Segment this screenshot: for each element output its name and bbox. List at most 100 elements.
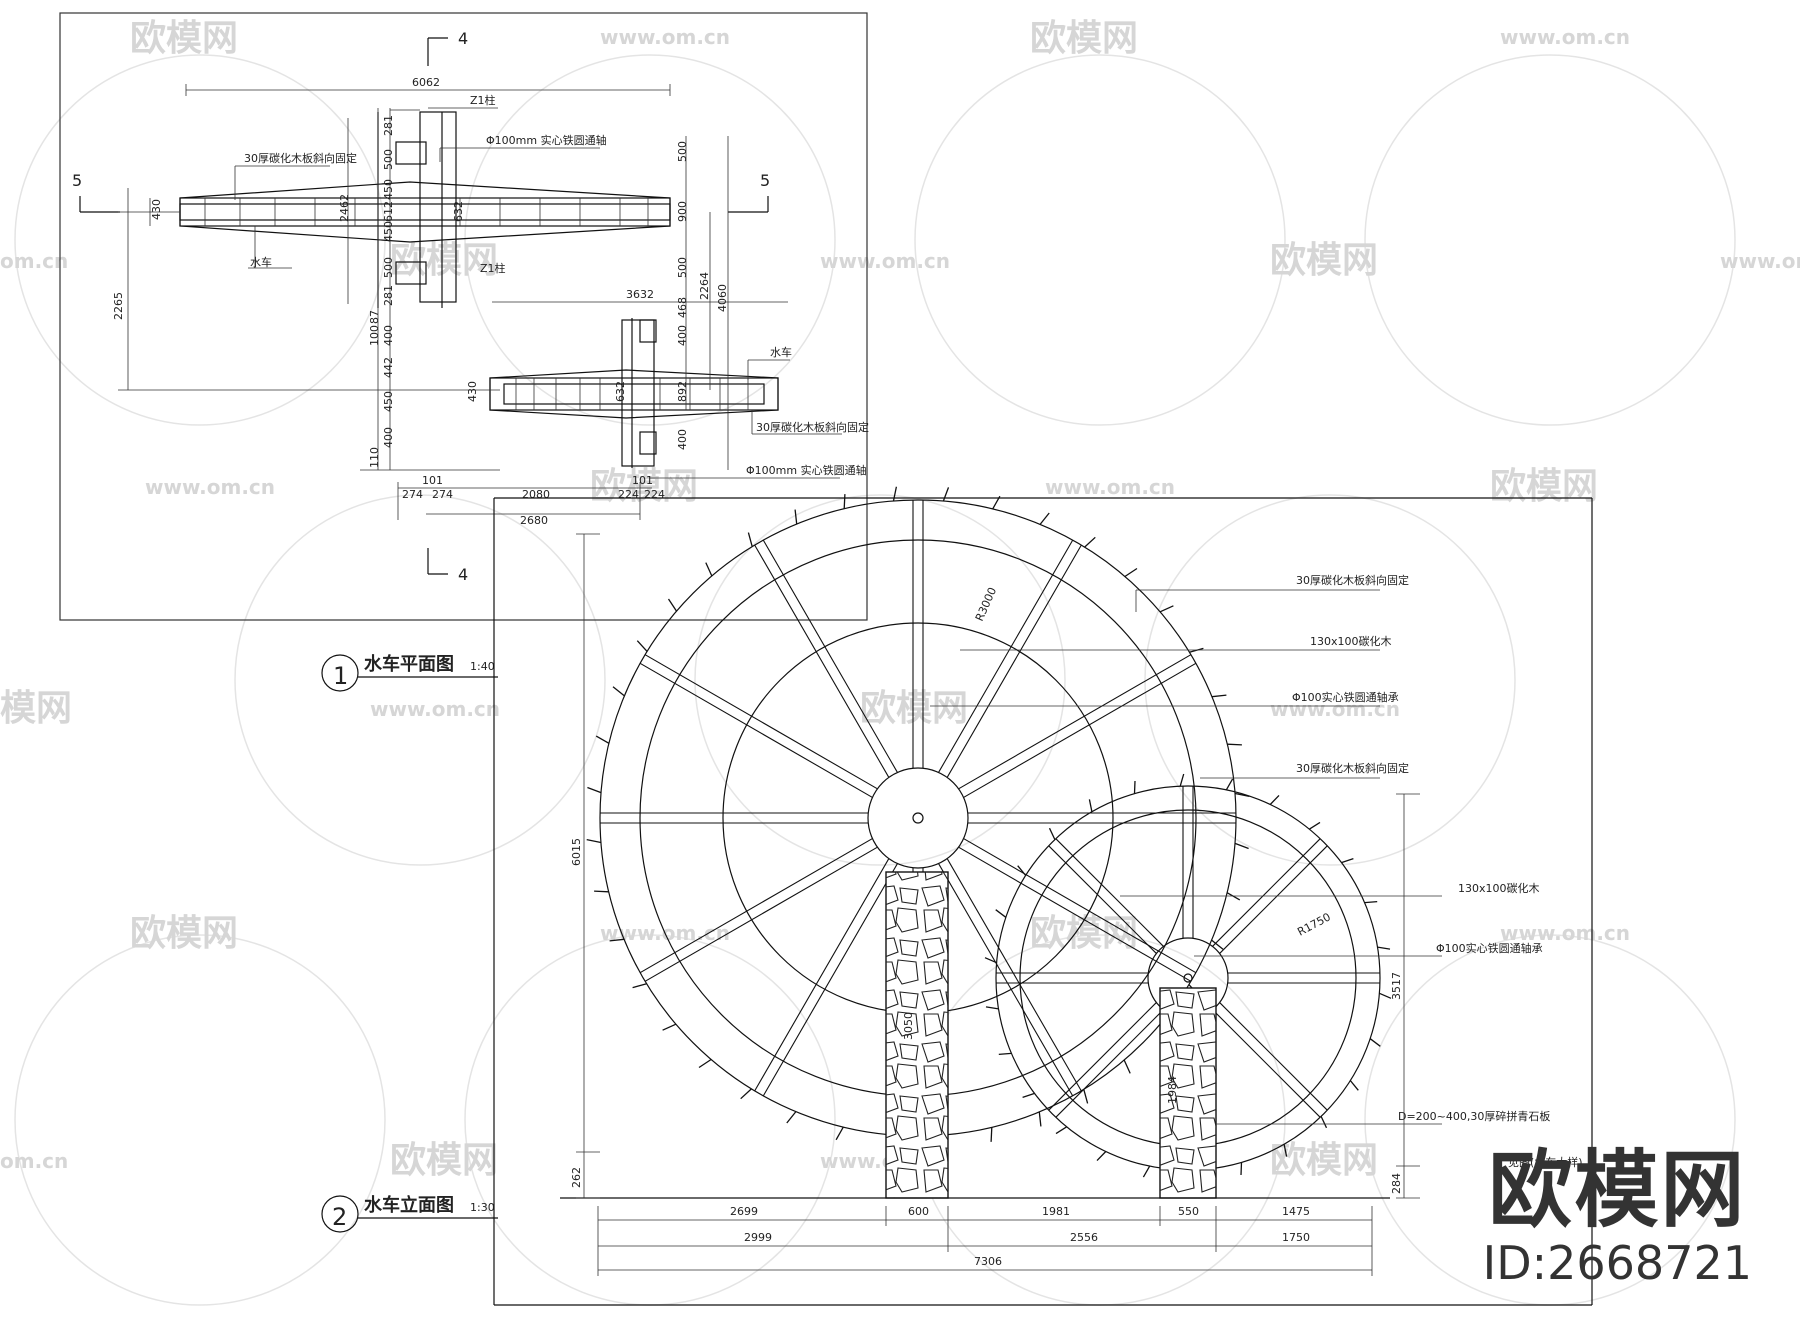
wheel-paddle [1039,512,1050,525]
wheel-paddle [1211,694,1227,698]
axle-label-bottom: Φ100mm 实心铁圆通轴 [746,463,867,477]
dim-450-b: 450 [382,221,395,242]
wheel-paddle [1269,794,1280,805]
wheel-spoke [1048,1002,1157,1111]
wheel-paddle [705,562,713,577]
watermark-logo: 欧模网 [130,18,238,59]
wheel-spoke [762,539,898,773]
wheel-paddle [609,938,625,942]
wheel-spoke [963,838,1197,974]
wheel-paddle [794,509,798,525]
board-label-top: 30厚碳化木板斜向固定 [244,151,357,165]
wheel-spoke [1048,845,1157,954]
brand-stamp: 欧模网 ID:2668721 [1483,1148,1752,1286]
dim-87: 87 [368,310,381,324]
dim-262: 262 [570,1167,583,1188]
wheel-paddle [990,1127,993,1142]
wheel-paddle [1225,778,1234,791]
wheel-paddle [1379,992,1392,999]
label-axle-large: Φ100实心铁圆通轴承 [1292,690,1399,704]
wheel-paddle [1227,743,1242,746]
wheel-spoke [639,662,873,798]
wheel-spoke [1219,845,1328,954]
section-mark-text: 4 [458,565,468,584]
elevation-title-block: 2 水车立面图 1:30 [321,1194,498,1233]
wheel-paddle [747,532,753,547]
wheel-paddle [942,487,950,502]
wheel-spoke [958,654,1192,790]
wheel-paddle [985,1006,999,1010]
dim-pier-large: 3050 [902,1012,915,1040]
dim-430-left: 430 [150,199,163,220]
plan-labels: Z1柱 Φ100mm 实心铁圆通轴 30厚碳化木板斜向固定 水车 Z1柱 水车 … [234,93,869,479]
dim-2462: 2462 [338,194,351,222]
wheel-paddle [1240,1162,1243,1176]
wheel-spoke [963,662,1197,798]
dim-274-a: 274 [402,488,423,501]
wheel-spoke [1055,838,1164,947]
label-stone-paving: D=200~400,30厚碎拼青石板 [1398,1109,1550,1123]
wheel-spoke [639,838,873,974]
dim-400-a: 400 [382,325,395,346]
watermark-url: www.om.cn [1270,697,1400,721]
wheel-paddle [586,838,602,844]
dim-1475: 1475 [1282,1205,1310,1218]
wheel-paddle [786,1111,797,1124]
dim-overall-width: 6062 [412,76,440,89]
dim-101-b: 101 [632,474,653,487]
dim-400-c: 400 [676,325,689,346]
wheel-label-left: 水车 [250,255,272,269]
elevation-labels: 30厚碳化木板斜向固定 130x100碳化木 Φ100实心铁圆通轴承 30厚碳化… [930,573,1583,1169]
dim-7306: 7306 [974,1255,1002,1268]
section-mark-text: 4 [458,29,468,48]
wheel-spoke [946,858,1082,1092]
dim-550: 550 [1178,1205,1199,1218]
wheel-paddle [984,957,997,964]
watermark-url: www.om.cn [370,697,500,721]
dim-1750: 1750 [1282,1231,1310,1244]
elevation-title: 水车立面图 [364,1194,454,1216]
watermark-url: www.om.cn [1045,475,1175,499]
brand-name: 欧模网 [1488,1141,1747,1239]
watermark-logo: 欧模网 [1490,466,1598,507]
stone-pier-small [1159,987,1217,1199]
dim-2680: 2680 [520,514,548,527]
watermark-url: www.om.cn [1500,25,1630,49]
label-timber-large: 130x100碳化木 [1310,634,1392,648]
dim-500-right-b: 500 [676,257,689,278]
watermark-url: www.om.cn [820,249,950,273]
wheel-paddle [740,1088,752,1100]
wheel-paddle [698,1058,712,1069]
brand-id: ID:2668721 [1482,1236,1752,1290]
wheel-paddle [1124,567,1138,578]
watermark-circles [14,54,1736,1306]
dim-2999: 2999 [744,1231,772,1244]
elevation-scale: 1:30 [470,1201,495,1214]
plan-dimension-lines [118,84,788,520]
dim-1981: 1981 [1042,1205,1070,1218]
watermark-logo: 欧模网 [1270,240,1378,281]
wheel-paddle [1038,1111,1042,1127]
wheel-spoke [938,539,1074,773]
wheel-paddle [1055,1126,1068,1135]
dim-110: 110 [368,447,381,468]
z1-column-label: Z1柱 [470,93,496,107]
dim-442: 442 [382,357,395,378]
wheel-paddle [662,1023,677,1031]
wheel-spoke [644,846,878,982]
watermark-logo: 欧模网 [390,240,498,281]
label-timber-small: 130x100碳化木 [1458,881,1540,895]
wheel-spoke [1212,1009,1321,1118]
watermark-url: www.om.cn [1500,921,1630,945]
wheel-paddle [835,1126,844,1141]
watermark-url: www.om.cn [145,475,275,499]
watermark-logo: 欧模网 [1270,1140,1378,1181]
watermark-logo: 欧模网 [1030,18,1138,59]
dim-600: 600 [908,1205,929,1218]
dim-3632: 3632 [626,288,654,301]
elevation-view: 30厚碳化木板斜向固定 130x100碳化木 Φ100实心铁圆通轴承 30厚碳化… [321,486,1593,1306]
plan-title: 水车平面图 [364,653,454,675]
dim-400-b: 400 [382,427,395,448]
dim-500-a: 500 [382,149,395,170]
dim-900: 900 [676,201,689,222]
